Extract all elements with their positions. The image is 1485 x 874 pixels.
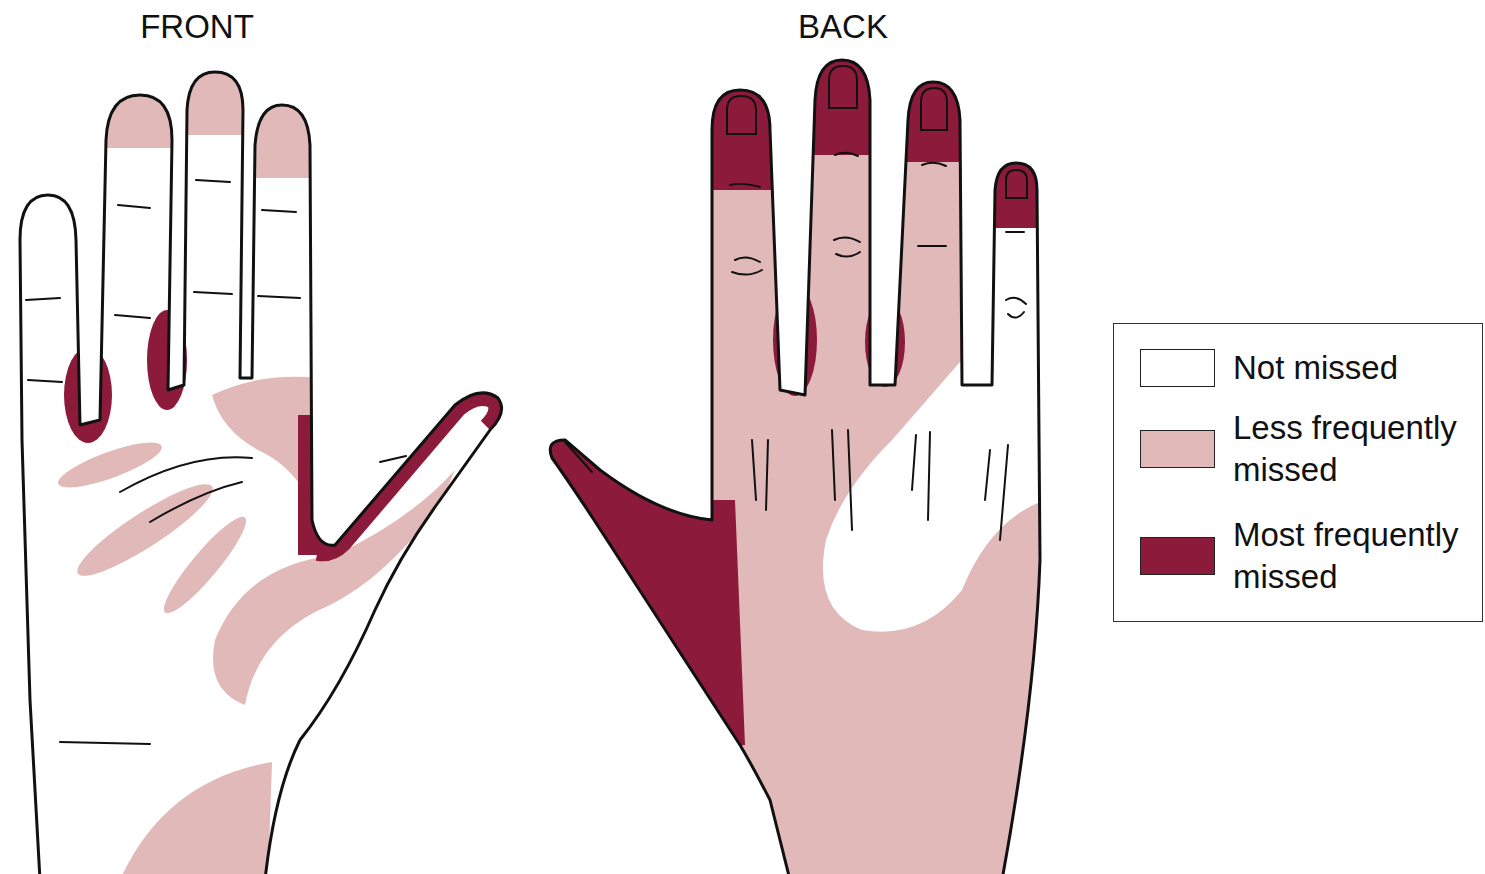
fingernail (921, 88, 947, 130)
palm-crease (150, 482, 242, 522)
fingertip-region (248, 95, 318, 178)
legend-entry: Not missed (1140, 347, 1485, 389)
tendon-line (1000, 445, 1008, 540)
crease-line (922, 163, 946, 166)
tendon-line (752, 440, 756, 500)
front-regions (54, 60, 502, 874)
crease-line (28, 380, 62, 382)
crease-line (26, 298, 60, 300)
front-hand-fill (20, 72, 502, 874)
thumbnail-line (565, 442, 592, 472)
palm-streak (155, 509, 255, 621)
tendon-line (928, 432, 930, 520)
crease-line (118, 205, 150, 208)
back-regions (500, 0, 1060, 874)
palm-streak (54, 434, 166, 496)
thumb-edge-region (318, 393, 502, 548)
knuckle-crease (732, 270, 762, 275)
knuckle-crease (836, 252, 860, 257)
fingernail (727, 96, 756, 134)
front-hand (20, 60, 502, 874)
finger-gap-region (64, 347, 112, 443)
tendon-line (766, 440, 768, 510)
legend-label: Less frequently missed (1233, 407, 1485, 491)
front-creases (26, 180, 406, 744)
crease-line (730, 184, 760, 187)
crease-line (258, 296, 300, 298)
crease-line (835, 153, 858, 156)
legend-label: Not missed (1233, 347, 1485, 389)
back-region (500, 0, 1060, 874)
knuckle-crease (1008, 312, 1024, 318)
tendon-line (912, 435, 916, 490)
legend-swatch (1140, 349, 1215, 387)
tendon-line (848, 430, 852, 530)
back-hand (500, 0, 1060, 874)
knuckle-crease (735, 257, 760, 262)
thumb-web-region (298, 415, 330, 555)
knuckle-crease (918, 245, 946, 247)
wrist-crease (60, 742, 150, 744)
crease-line (380, 456, 406, 462)
back-hand-outline (550, 60, 1040, 874)
crease-line (1006, 231, 1024, 233)
view-label: FRONT (140, 7, 254, 47)
crease-line (262, 210, 296, 212)
unmissed-region (823, 200, 1045, 632)
fingernail (829, 66, 857, 108)
knuckle-crease (834, 237, 860, 242)
view-label: BACK (798, 7, 888, 47)
legend-label: Most frequently missed (1233, 514, 1485, 598)
palm-crease (120, 457, 252, 492)
fingernail (1006, 170, 1027, 198)
tendon-line (985, 450, 990, 500)
legend-swatch (1140, 537, 1215, 575)
front-hand-outline (20, 72, 502, 874)
thumb-base-region (213, 470, 455, 705)
knuckle-crease (1006, 298, 1026, 304)
crease-line (196, 180, 230, 182)
back-details (565, 66, 1027, 540)
crease-line (115, 315, 150, 318)
wrist-region (120, 762, 272, 874)
crease-line (194, 292, 232, 294)
legend-entry: Most frequently missed (1140, 514, 1485, 598)
legend-swatch (1140, 430, 1215, 468)
thumb-region (500, 400, 745, 770)
legend-entry: Less frequently missed (1140, 407, 1485, 491)
tendon-line (832, 430, 835, 500)
